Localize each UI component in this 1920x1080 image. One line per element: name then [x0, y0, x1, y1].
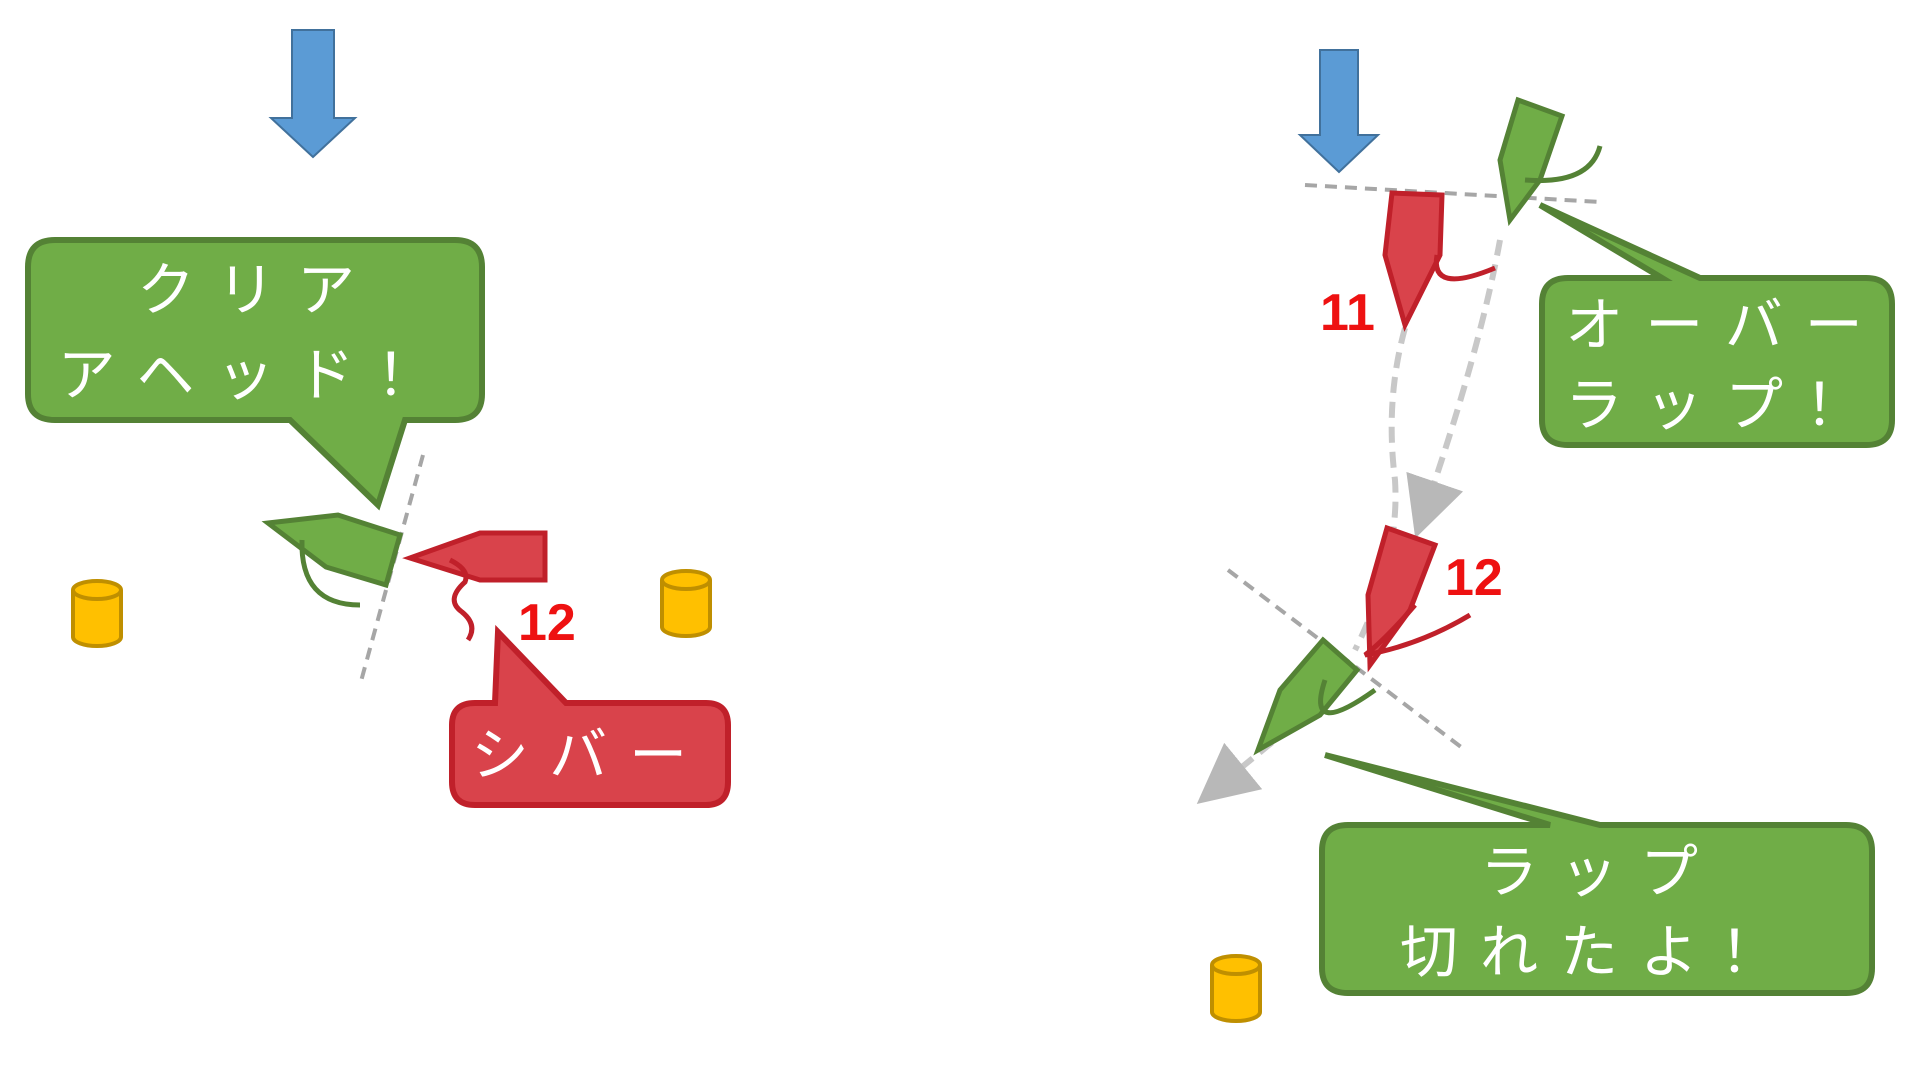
mark-buoy-right	[1210, 954, 1262, 1023]
wind-arrow-right-icon	[1297, 49, 1381, 174]
mark-buoy-left-1	[71, 579, 123, 648]
green-boat-bottom	[1253, 636, 1377, 756]
red-boat-bottom-number: 12	[1445, 549, 1503, 607]
callout-clear-ahead: クリア アヘッド！	[25, 237, 485, 511]
callout-overlap-line2: ラップ！	[1565, 371, 1885, 439]
callout-shiver-text: シバー	[471, 721, 709, 789]
red-boat-track	[1352, 327, 1408, 652]
overlap-guide-line	[1304, 183, 1601, 204]
callout-overlap: オーバー ラップ！	[1538, 202, 1895, 448]
callout-shiver: シバー	[449, 624, 731, 808]
callout-clear-ahead-line2: アヘッド！	[58, 341, 457, 409]
red-boat-top	[1382, 190, 1496, 332]
callout-lap-broken-line2: 切れたよ！	[1400, 918, 1800, 986]
green-boat-top	[1497, 96, 1603, 227]
red-boat-bottom	[1363, 524, 1472, 673]
wind-arrow-icon	[268, 29, 358, 159]
red-boat-left-number: 12	[518, 594, 576, 652]
callout-lap-broken: ラップ 切れたよ！	[1319, 752, 1875, 996]
red-boat-top-number: 11	[1320, 284, 1375, 342]
callout-lap-broken-line1: ラップ	[1480, 838, 1720, 906]
mark-buoy-left-2	[660, 569, 712, 638]
callout-clear-ahead-line1: クリア	[137, 256, 377, 324]
red-boat-left	[402, 530, 548, 642]
callout-overlap-line1: オーバー	[1565, 291, 1884, 359]
green-boat-left	[261, 512, 404, 608]
